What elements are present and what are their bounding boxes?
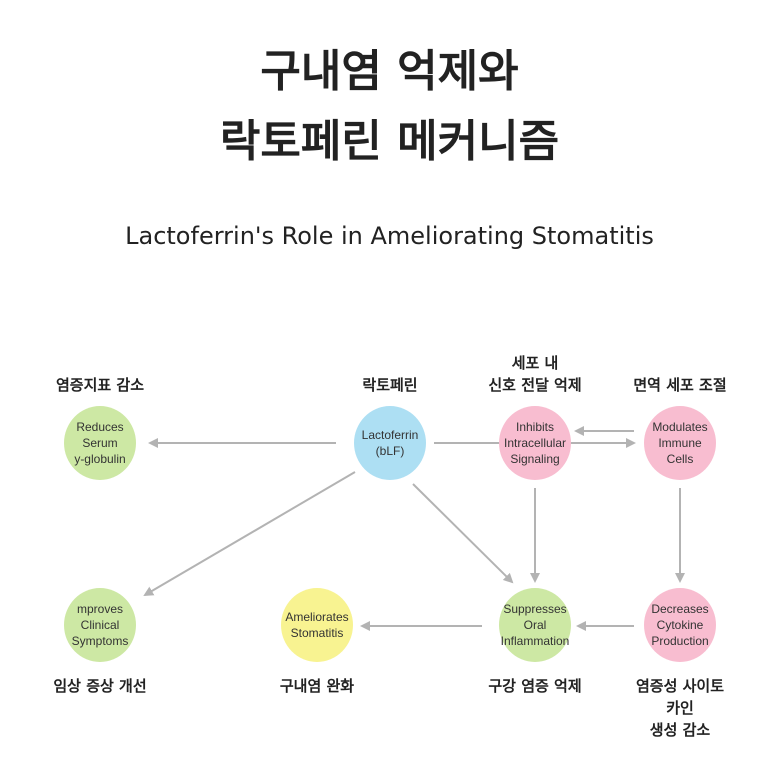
- node-inhibits-signaling: Inhibits Intracellular Signaling: [499, 406, 571, 480]
- label-decreases: 염증성 사이토카인 생성 감소: [635, 677, 725, 739]
- node-suppresses-inflammation: Suppresses Oral Inflammation: [499, 588, 571, 662]
- label-ameliorates: 구내염 완화: [279, 677, 355, 695]
- node-improves-symptoms: mproves Clinical Symptoms: [64, 588, 136, 662]
- title-line-1: 구내염 억제와: [260, 46, 519, 97]
- node-reduces-serum-globulin: Reduces Serum y-globulin: [64, 406, 136, 480]
- node-decreases-cytokine: Decreases Cytokine Production: [644, 588, 716, 662]
- label-inhibits: 세포 내 신호 전달 억제: [488, 354, 582, 394]
- node-modulates-immune-cells: Modulates Immune Cells: [644, 406, 716, 480]
- subtitle: Lactoferrin's Role in Ameliorating Stoma…: [125, 222, 654, 250]
- label-suppresses: 구강 염증 억제: [488, 677, 582, 695]
- label-lactoferrin: 락토페린: [362, 376, 418, 394]
- label-reduces: 염증지표 감소: [55, 376, 145, 394]
- node-lactoferrin: Lactoferrin (bLF): [354, 406, 426, 480]
- arrow-lactoferrin-to-improves: [143, 471, 356, 597]
- label-modulates: 면역 세포 조절: [633, 376, 727, 394]
- node-ameliorates-stomatitis: Ameliorates Stomatitis: [281, 588, 353, 662]
- label-improves: 임상 증상 개선: [53, 677, 147, 695]
- title-line-2: 락토페린 메커니즘: [219, 116, 560, 167]
- arrow-lactoferrin-to-suppresses: [412, 483, 514, 584]
